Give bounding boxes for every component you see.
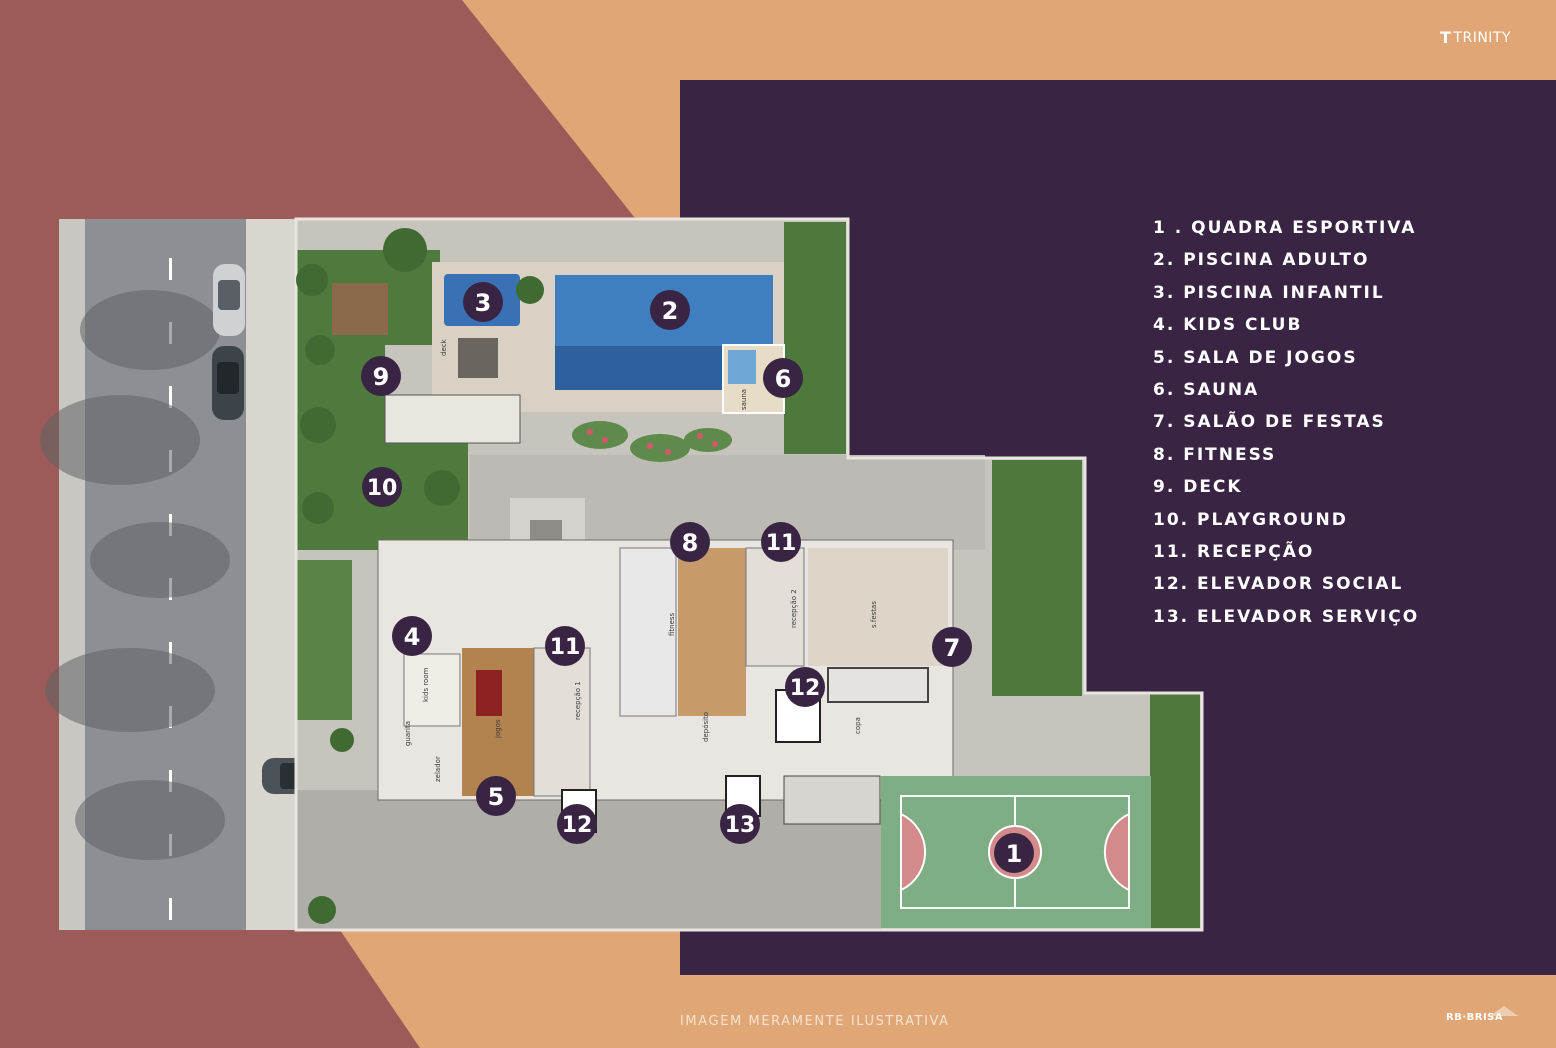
marker-11-upper: 11 — [761, 522, 801, 562]
svg-text:13: 13 — [725, 813, 756, 838]
legend-item-1: 1 . QUADRA ESPORTIVA — [1153, 218, 1417, 238]
marker-4: 4 — [392, 616, 432, 656]
room-label-zelador: zelador — [434, 756, 442, 782]
marker-6: 6 — [763, 358, 803, 398]
flower-planters — [572, 421, 732, 462]
marker-2: 2 — [650, 290, 690, 330]
room-label-deposito: depósito — [702, 712, 710, 742]
plaza-feature-inner — [530, 520, 562, 542]
deck-building — [384, 394, 521, 444]
legend-item-3: 3. PISCINA INFANTIL — [1153, 282, 1385, 303]
marker-11-lower: 11 — [545, 626, 585, 666]
right-garden-mid — [992, 460, 1082, 696]
legend-item-7: 7. SALÃO DE FESTAS — [1153, 412, 1386, 433]
trinity-logo: T TRINITY — [1440, 28, 1530, 47]
court-key-right — [1103, 812, 1130, 892]
room-label-guarita: guarita — [404, 721, 412, 746]
svg-text:6: 6 — [775, 365, 792, 393]
marker-5: 5 — [476, 776, 516, 816]
marker-1: 1 — [994, 833, 1034, 873]
rb-brisa-logo: RB·BRISA — [1440, 1006, 1530, 1032]
right-garden-top — [784, 222, 846, 454]
legend-item-4: 4. KIDS CLUB — [1153, 315, 1303, 336]
room-label-jogos: jogos — [494, 719, 502, 739]
svg-text:4: 4 — [404, 623, 421, 651]
legend-item-12: 12. ELEVADOR SOCIAL — [1153, 574, 1404, 595]
marker-9: 9 — [361, 356, 401, 396]
deck-pergola — [332, 283, 388, 335]
room-label-festas: s.festas — [870, 601, 878, 628]
party-counter — [827, 667, 929, 703]
room-label-recepcao1: recepção 1 — [574, 681, 582, 720]
legend-item-2: 2. PISCINA ADULTO — [1153, 250, 1370, 271]
right-garden-bottom — [1150, 693, 1200, 928]
planter-left — [296, 560, 352, 720]
amenities-legend: 1 . QUADRA ESPORTIVA 2. PISCINA ADULTO 3… — [1153, 216, 1533, 637]
svg-text:7: 7 — [944, 634, 961, 662]
adult-pool-shallow — [555, 346, 723, 390]
svg-text:1: 1 — [1006, 840, 1023, 868]
trinity-logo-text: TRINITY — [1453, 29, 1512, 46]
kids-room — [403, 653, 461, 727]
peach-band-left — [340, 930, 700, 1048]
recepcao1-room — [533, 647, 591, 797]
marker-12-lower: 12 — [557, 804, 597, 844]
legend-item-6: 6. SAUNA — [1153, 379, 1260, 400]
svg-text:12: 12 — [790, 676, 821, 701]
svg-text:3: 3 — [475, 289, 492, 317]
legend-item-9: 9. DECK — [1153, 477, 1243, 498]
marker-13: 13 — [720, 804, 760, 844]
disclaimer-text: IMAGEM MERAMENTE ILUSTRATIVA — [680, 1014, 950, 1029]
svg-text:8: 8 — [682, 529, 699, 557]
flowers — [587, 429, 718, 455]
stairs — [783, 775, 881, 825]
legend-item-13: 13. ELEVADOR SERVIÇO — [1153, 606, 1420, 627]
legend-item-11: 11. RECEPÇÃO — [1153, 541, 1315, 562]
marker-7: 7 — [932, 627, 972, 667]
room-label-sauna: sauna — [740, 389, 748, 410]
recepcao2-room — [745, 547, 805, 667]
deck-shade — [458, 338, 498, 378]
svg-text:12: 12 — [562, 813, 593, 838]
legend-item-5: 5. SALA DE JOGOS — [1153, 347, 1358, 368]
svg-text:2: 2 — [662, 297, 679, 325]
legend-item-8: 8. FITNESS — [1153, 444, 1277, 465]
sauna-pool — [728, 350, 756, 384]
site-plan: deck sauna fitness recepção 2 s.festas k… — [40, 217, 1204, 932]
court-key-left — [900, 812, 927, 892]
svg-text:5: 5 — [488, 783, 505, 811]
room-label-fitness: fitness — [668, 612, 676, 636]
roof-icon — [1490, 1006, 1518, 1016]
trees — [296, 228, 544, 924]
svg-text:11: 11 — [550, 635, 581, 660]
fitness-floor — [678, 548, 746, 716]
svg-text:11: 11 — [766, 531, 797, 556]
plan-markers: 3 2 6 9 10 8 11 4 11 12 7 5 12 13 1 — [361, 282, 1034, 873]
svg-text:10: 10 — [367, 476, 398, 501]
tree-shadows — [40, 290, 230, 860]
svg-text:9: 9 — [373, 363, 390, 391]
room-label-kids-room: kids room — [422, 667, 430, 702]
trinity-logo-glyph: T — [1440, 28, 1452, 47]
room-label-recepcao2: recepção 2 — [790, 589, 798, 628]
rb-brisa-logo-text: RB·BRISA — [1446, 1012, 1504, 1023]
fitness-area — [619, 547, 677, 717]
marker-10: 10 — [362, 467, 402, 507]
plan-outline — [294, 217, 1204, 932]
marker-8: 8 — [670, 522, 710, 562]
sidewalk — [246, 219, 296, 930]
marker-12-upper: 12 — [785, 667, 825, 707]
room-label-deck: deck — [440, 338, 448, 356]
room-label-copa: copa — [854, 717, 862, 734]
legend-item-10: 10. PLAYGROUND — [1153, 509, 1348, 530]
party-hall — [808, 548, 948, 666]
pool-table — [476, 670, 502, 716]
marker-3: 3 — [463, 282, 503, 322]
